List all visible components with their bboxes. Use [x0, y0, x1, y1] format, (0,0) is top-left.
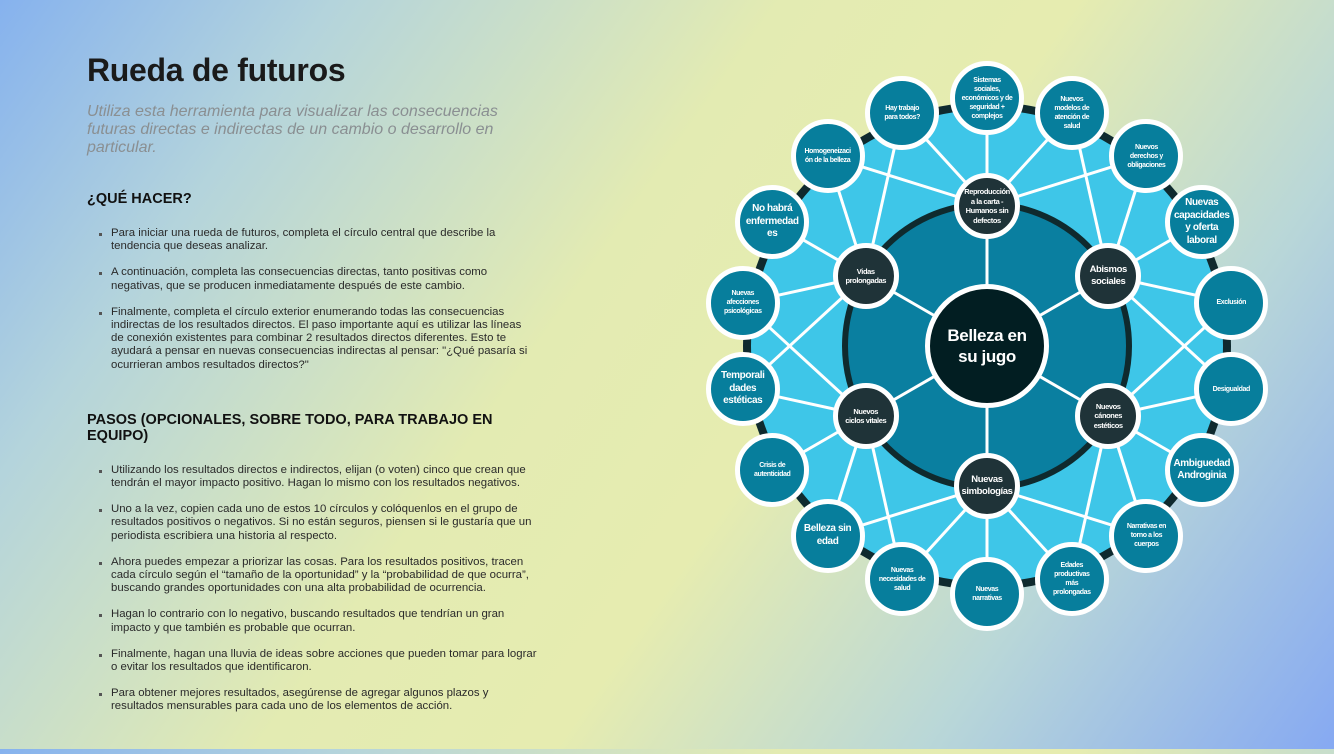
indirect-consequence-node[interactable]: No habrá enfermedad es: [735, 185, 810, 259]
instructions-panel: Rueda de futuros Utiliza esta herramient…: [87, 52, 537, 727]
indirect-consequence-node[interactable]: Nuevas narrativas: [950, 557, 1024, 631]
indirect-consequence-node[interactable]: Ambiguedad Androginia: [1164, 433, 1239, 507]
indirect-consequence-node[interactable]: Nuevos derechos y obligaciones: [1109, 119, 1184, 194]
list-item: Para iniciar una rueda de futuros, compl…: [99, 227, 537, 253]
indirect-consequence-node[interactable]: Temporali dades estéticas: [705, 352, 780, 427]
list-item: Uno a la vez, copien cada uno de estos 1…: [99, 503, 537, 543]
direct-consequence-node[interactable]: Abismos sociales: [1075, 243, 1142, 309]
list-item: Utilizando los resultados directos e ind…: [99, 464, 537, 490]
list-item: Ahora puedes empezar a priorizar las cos…: [99, 556, 537, 596]
indirect-consequence-node[interactable]: Edades productivas más prolongadas: [1034, 542, 1109, 617]
list-item: Hagan lo contrario con lo negativo, busc…: [99, 608, 537, 634]
indirect-consequence-node[interactable]: Hay trabajo para todos?: [865, 75, 940, 150]
indirect-consequence-node[interactable]: Nuevas capacidades y oferta laboral: [1164, 185, 1239, 259]
what-to-do-list: Para iniciar una rueda de futuros, compl…: [99, 227, 537, 372]
direct-consequence-node[interactable]: Nuevos cánones estéticos: [1075, 383, 1142, 449]
direct-consequence-node[interactable]: Reproducción a la carta - Humanos sin de…: [954, 173, 1020, 239]
steps-list: Utilizando los resultados directos e ind…: [99, 464, 537, 714]
direct-consequence-node[interactable]: Nuevos ciclos vitales: [832, 383, 899, 449]
indirect-consequence-node[interactable]: Exclusión: [1194, 265, 1269, 340]
section-heading-what-to-do: ¿QUÉ HACER?: [87, 191, 192, 207]
indirect-consequence-node[interactable]: Nuevos modelos de atención de salud: [1034, 75, 1109, 150]
indirect-consequence-node[interactable]: Nuevas afecciones psicológicas: [705, 265, 780, 340]
indirect-consequence-node[interactable]: Homogeneizaci ón de la belleza: [790, 119, 865, 194]
direct-consequence-node[interactable]: Vidas prolongadas: [832, 243, 899, 309]
list-item: Finalmente, completa el círculo exterior…: [99, 306, 537, 372]
page-subtitle: Utiliza esta herramienta para visualizar…: [87, 103, 498, 156]
indirect-consequence-node[interactable]: Narrativas en torno a los cuerpos: [1109, 498, 1184, 573]
page-title: Rueda de futuros: [87, 52, 346, 88]
list-item: Para obtener mejores resultados, asegúre…: [99, 687, 537, 713]
indirect-consequence-node[interactable]: Desigualdad: [1194, 352, 1269, 427]
indirect-consequence-node[interactable]: Nuevas necesidades de salud: [865, 542, 940, 617]
central-trend-node[interactable]: Belleza en su jugo: [925, 284, 1049, 408]
indirect-consequence-node[interactable]: Belleza sin edad: [790, 498, 865, 573]
indirect-consequence-node[interactable]: Sistemas sociales, económicos y de segur…: [950, 61, 1024, 135]
indirect-consequence-node[interactable]: Crisis de autenticidad: [735, 433, 810, 507]
section-heading-steps: PASOS (OPCIONALES, SOBRE TODO, PARA TRAB…: [87, 411, 493, 444]
direct-consequence-node[interactable]: Nuevas simbologías: [954, 453, 1020, 519]
list-item: A continuación, completa las consecuenci…: [99, 266, 537, 292]
list-item: Finalmente, hagan una lluvia de ideas so…: [99, 648, 537, 674]
